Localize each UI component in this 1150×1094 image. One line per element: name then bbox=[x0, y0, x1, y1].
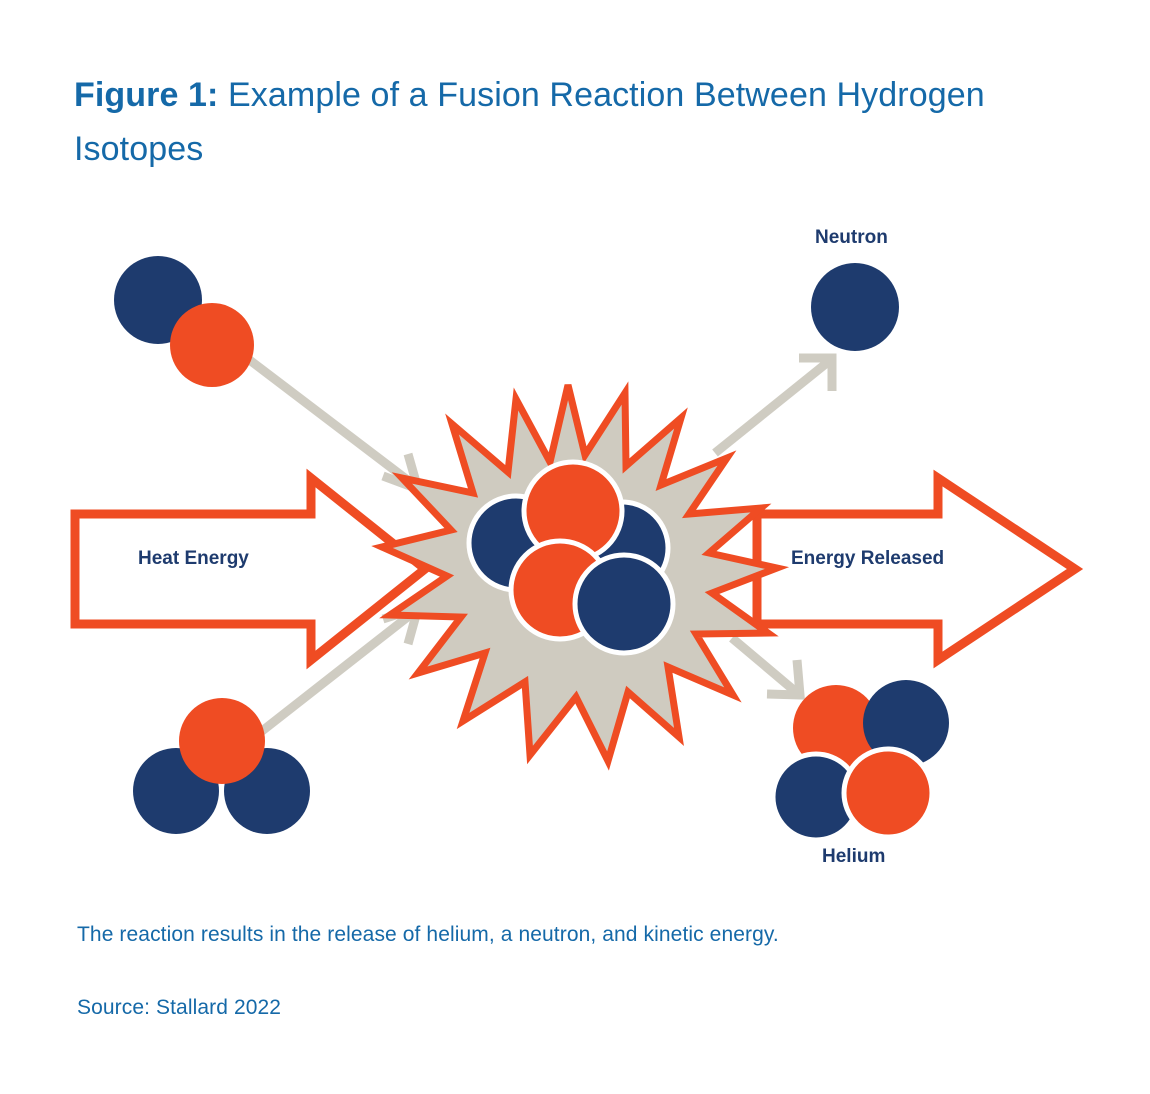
neutron-label: Neutron bbox=[815, 227, 888, 248]
fusion-burst bbox=[371, 381, 790, 771]
core-navy-particle-bottom-right bbox=[572, 552, 676, 656]
energy-released-arrow bbox=[752, 469, 1084, 669]
helium-proton-particle-top-left bbox=[793, 685, 879, 771]
helium-cluster bbox=[770, 680, 949, 843]
gray-flow-arrows bbox=[240, 351, 837, 746]
deuterium-cluster bbox=[114, 256, 254, 387]
helium-proton-particle-bottom-right bbox=[841, 746, 935, 840]
arrow-core-to-helium bbox=[729, 634, 805, 700]
neutron-cluster bbox=[811, 263, 899, 351]
helium-neutron-particle-top-right bbox=[863, 680, 949, 766]
deuterium-proton-particle bbox=[170, 303, 254, 387]
energy-released-label: Energy Released bbox=[791, 548, 945, 569]
figure-title-text: Example of a Fusion Reaction Between Hyd… bbox=[74, 76, 985, 168]
fusion-reaction-diagram bbox=[70, 256, 1084, 843]
figure-source: Source: Stallard 2022 bbox=[77, 996, 282, 1019]
arrow-deuterium-to-core bbox=[240, 351, 425, 497]
figure-title: Figure 1: Example of a Fusion Reaction B… bbox=[74, 68, 994, 176]
burst-nucleus-particles bbox=[466, 459, 676, 656]
neutron-particle bbox=[811, 263, 899, 351]
figure-caption: The reaction results in the release of h… bbox=[77, 923, 779, 946]
figure-label: Figure 1: bbox=[74, 76, 219, 114]
tritium-cluster bbox=[133, 698, 310, 834]
heat-energy-label: Heat Energy bbox=[138, 548, 249, 569]
arrow-core-to-neutron bbox=[712, 353, 837, 457]
tritium-proton-particle bbox=[179, 698, 265, 784]
helium-label: Helium bbox=[822, 846, 886, 867]
heat-energy-arrow bbox=[70, 468, 433, 670]
